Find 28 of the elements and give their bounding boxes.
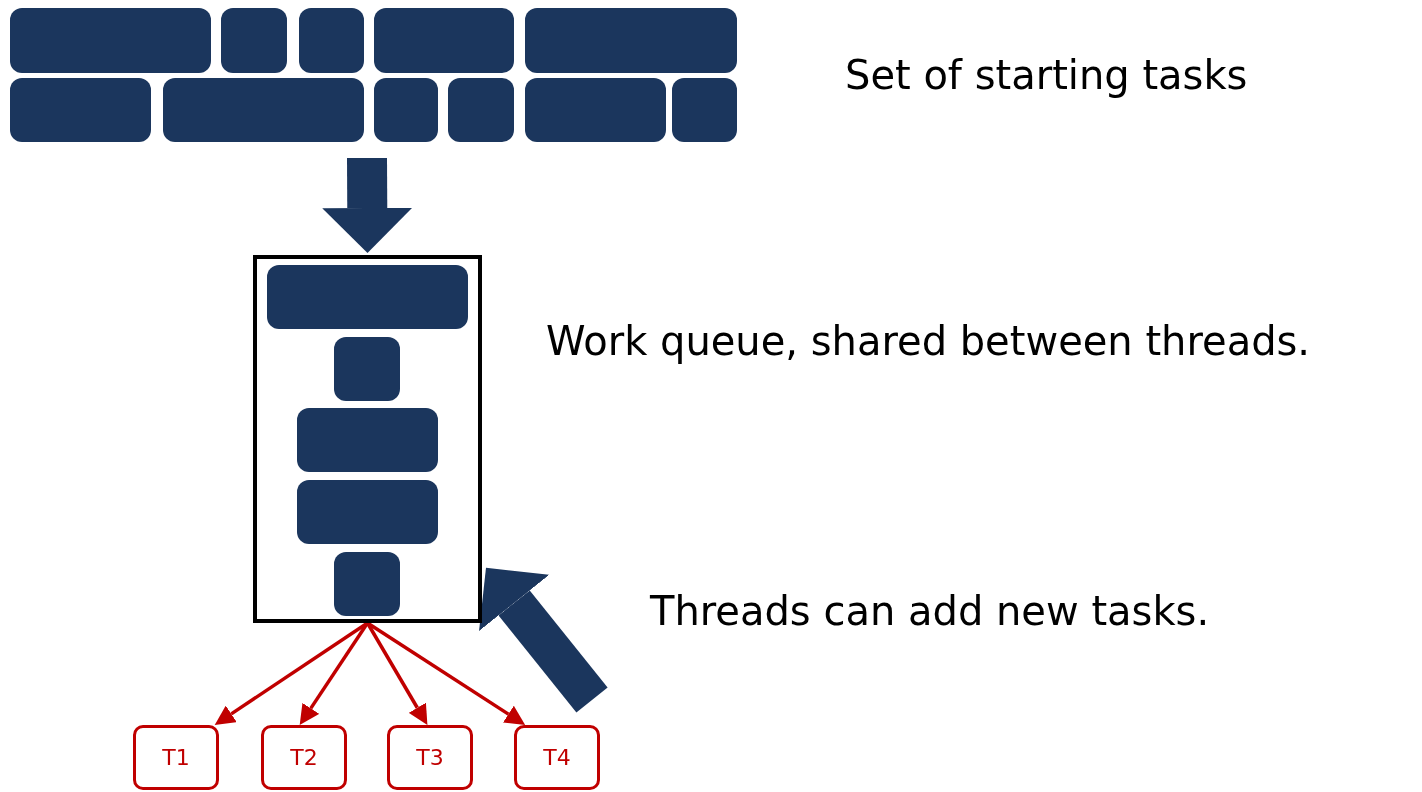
task-block	[672, 78, 737, 142]
caption-text: Work queue, shared between threads.	[546, 318, 1311, 364]
task-block	[10, 78, 151, 142]
task-block	[299, 8, 364, 73]
queue-box	[253, 255, 482, 623]
block-arrow	[322, 157, 413, 253]
task-block	[374, 78, 438, 142]
task-block	[10, 8, 211, 73]
task-block	[334, 552, 400, 616]
caption-text: Threads can add new tasks.	[650, 588, 1210, 634]
task-block	[297, 480, 438, 544]
task-block	[374, 8, 514, 73]
task-block	[163, 78, 364, 142]
thread-box: T1	[133, 725, 219, 790]
thread-box: T4	[514, 725, 600, 790]
task-block	[334, 337, 400, 401]
task-block	[221, 8, 287, 73]
task-block	[525, 8, 737, 73]
arrow	[299, 622, 369, 725]
task-block	[297, 408, 438, 472]
thread-box: T3	[387, 725, 473, 790]
task-block	[267, 265, 468, 329]
caption-text: Set of starting tasks	[845, 52, 1248, 98]
task-block	[448, 78, 514, 142]
thread-box: T2	[261, 725, 347, 790]
arrow	[366, 622, 428, 725]
task-block	[525, 78, 666, 142]
block-arrow	[479, 567, 608, 713]
